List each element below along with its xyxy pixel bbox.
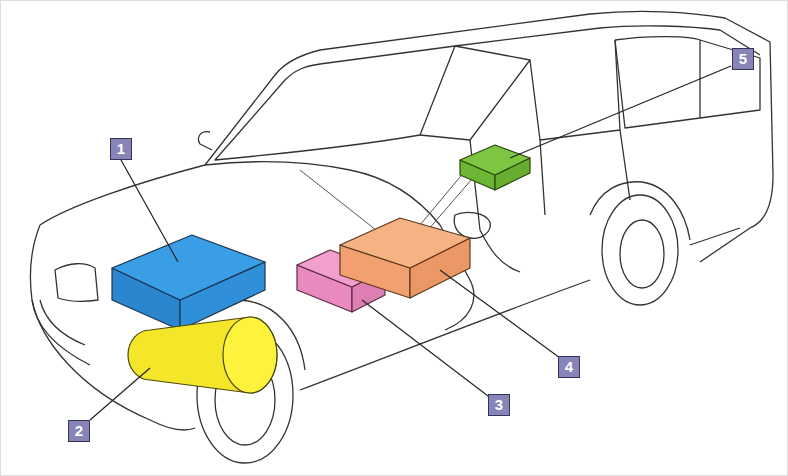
callout-number: 3 <box>488 394 510 416</box>
component-2 <box>128 317 277 393</box>
component-5 <box>460 145 530 190</box>
callout-number: 5 <box>732 48 754 70</box>
car-outline <box>30 11 773 463</box>
callout-number: 4 <box>558 356 580 378</box>
component-1 <box>112 235 265 330</box>
callout-number: 1 <box>110 138 132 160</box>
component-4 <box>340 218 470 298</box>
leader-lines <box>90 66 731 420</box>
callout-number: 2 <box>68 420 90 442</box>
